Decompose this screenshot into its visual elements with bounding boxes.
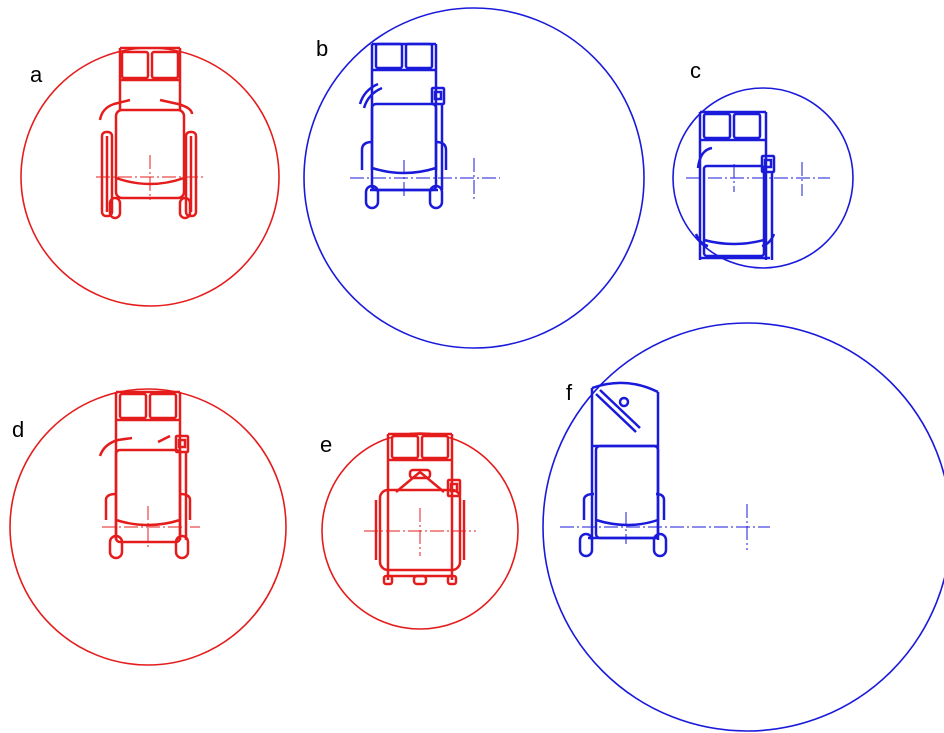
turning-circle-c (672, 87, 854, 269)
center-marks-b (350, 158, 500, 200)
wheelchair-e (374, 432, 466, 586)
wheelchair-c (694, 110, 776, 260)
panel-a: a (20, 46, 280, 307)
center-marks-d (102, 506, 200, 548)
panel-b: b (303, 7, 645, 349)
panel-e: e (320, 432, 519, 630)
panel-label-f: f (566, 380, 573, 405)
wheelchair-f (578, 381, 668, 558)
panel-d: d (9, 388, 287, 666)
wheelchair-b (358, 42, 448, 210)
center-marks-f (560, 504, 770, 550)
center-marks-c (686, 162, 830, 196)
panel-label-d: d (12, 417, 24, 442)
wheelchair-a (98, 46, 198, 220)
center-marks-a (96, 155, 204, 200)
panel-label-b: b (316, 36, 328, 61)
panel-f: f (542, 322, 944, 732)
panel-label-a: a (30, 62, 43, 87)
wheelchair-d (98, 390, 192, 560)
panel-label-e: e (320, 432, 332, 457)
turning-circle-b (303, 7, 645, 349)
turning-circle-d (9, 388, 287, 666)
center-marks-e (364, 508, 476, 556)
panel-c: c (672, 58, 854, 269)
turning-circle-f (542, 322, 944, 732)
panel-label-c: c (690, 58, 701, 83)
